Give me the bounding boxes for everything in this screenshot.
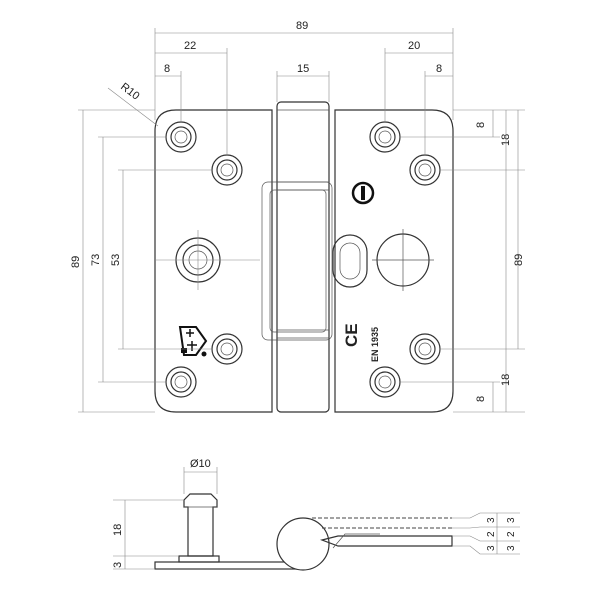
- dim-right-hole1: 8: [436, 63, 442, 75]
- front-view: CE EN 1935 89 22 8 15 20 8 R10: [70, 20, 525, 413]
- dim-right-bottom-8: 8: [475, 396, 487, 402]
- screw-hole: [211, 154, 243, 186]
- dim-right-top-8: 8: [475, 122, 487, 128]
- screw-hole: [211, 333, 243, 365]
- dim-knuckle-width: 15: [297, 63, 309, 75]
- dim-plate-thickness: 3: [112, 562, 124, 568]
- dim-overall-height-left: 89: [70, 256, 82, 268]
- screw-hole: [369, 366, 401, 398]
- certification-mark-icon: [178, 326, 208, 357]
- screw-hole: [165, 366, 197, 398]
- dim-corner-radius: R10: [118, 81, 141, 103]
- dim-overall-width: 89: [296, 20, 308, 32]
- standard-mark: EN 1935: [370, 327, 380, 362]
- dim-side-d: 3: [506, 517, 517, 523]
- dim-side-f: 3: [506, 545, 517, 551]
- base-plate: [154, 561, 301, 570]
- screw-hole: [165, 121, 197, 153]
- right-leaf: [334, 109, 454, 413]
- knuckle-section: [276, 517, 330, 571]
- side-view: Ø10 18 3 3 2 3 3 2 3: [112, 458, 520, 571]
- dim-hole-spacing-53: 53: [110, 254, 122, 266]
- dim-overall-height-right: 89: [513, 254, 525, 266]
- dim-right-bottom-18: 18: [500, 374, 512, 386]
- left-leaf: [154, 109, 273, 413]
- adjustment-slot: [332, 234, 368, 288]
- side-leaf: [319, 535, 453, 547]
- dim-pin-diameter: Ø10: [190, 458, 211, 470]
- pin: [183, 493, 218, 557]
- dim-left-hole2: 22: [184, 40, 196, 52]
- screw-head-icon: [351, 181, 375, 205]
- dim-right-hole2: 20: [408, 40, 420, 52]
- screw-hole: [409, 154, 441, 186]
- screw-hole: [409, 333, 441, 365]
- dim-hole-spacing-73: 73: [90, 254, 102, 266]
- dim-side-b: 2: [486, 531, 497, 537]
- dim-side-c: 3: [486, 545, 497, 551]
- dim-side-e: 2: [506, 531, 517, 537]
- dim-pin-height: 18: [112, 524, 124, 536]
- ce-mark: CE: [342, 323, 361, 347]
- screw-hole: [369, 121, 401, 153]
- dim-side-a: 3: [486, 517, 497, 523]
- large-hole: [372, 229, 434, 291]
- dim-left-hole1: 8: [164, 63, 170, 75]
- knuckle: [261, 101, 333, 413]
